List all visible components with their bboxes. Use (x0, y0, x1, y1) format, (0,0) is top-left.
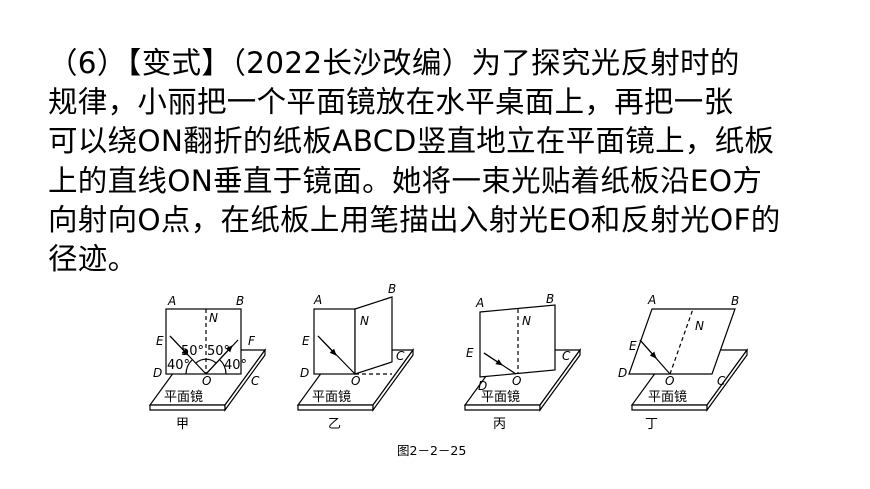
mirror-side-right (539, 348, 581, 412)
angle-label: 40° (224, 358, 247, 373)
angle-arc (185, 359, 193, 375)
paper-board-right-folded (354, 296, 393, 375)
mirror-label: 平面镜 (648, 390, 687, 405)
label-a: A (313, 293, 322, 307)
label-b: B (546, 292, 554, 306)
mirror-side (464, 404, 541, 411)
label-n: N (209, 311, 218, 325)
problem-text: （6）【变式】（2022长沙改编）为了探究光反射时的 规律，小丽把一个平面镜放在… (48, 44, 848, 279)
label-a: A (475, 296, 484, 310)
label-b: B (731, 294, 739, 308)
label-n: N (522, 314, 531, 328)
mirror-label: 平面镜 (481, 390, 520, 405)
angle-arc (219, 359, 227, 375)
label-a: A (647, 293, 656, 307)
angle-arc (195, 358, 217, 364)
subfigure-ding (628, 308, 749, 412)
problem-line-2: 规律，小丽把一个平面镜放在水平桌面上，再把一张 (48, 85, 734, 120)
label-n: N (360, 314, 369, 328)
mirror-side-right (706, 348, 748, 412)
label-e: E (466, 346, 474, 360)
label-e: E (156, 334, 164, 348)
subfigure-name: 丁 (645, 417, 658, 432)
subfigure-jia (148, 308, 267, 412)
label-b: B (388, 282, 396, 296)
subfigure-yi (296, 296, 415, 412)
paper-board-left (313, 308, 356, 375)
label-c: C (251, 374, 260, 388)
problem-line-6: 径迹。 (48, 242, 138, 277)
mirror-side (149, 404, 226, 411)
label-o: O (351, 374, 360, 388)
label-d: D (153, 366, 162, 380)
subfigure-name: 甲 (176, 417, 189, 432)
angle-label: 40° (167, 358, 190, 373)
label-e: E (629, 339, 637, 353)
subfigure-name: 丙 (493, 417, 506, 432)
subfigure-name: 乙 (328, 417, 341, 432)
angle-label: 50° (181, 344, 204, 359)
label-f: F (248, 334, 256, 348)
label-a: A (167, 294, 176, 308)
figure-caption: 图2－2－25 (397, 443, 467, 458)
mirror-side-right (224, 348, 266, 412)
normal-line-on (669, 308, 694, 375)
mirror-side (297, 404, 374, 411)
label-o: O (665, 374, 674, 388)
label-d: D (478, 379, 487, 393)
problem-line-4: 上的直线ON垂直于镜面。她将一束光贴着纸板沿EO方 (48, 163, 763, 198)
mirror-label: 平面镜 (312, 390, 351, 405)
angle-label: 50° (207, 344, 230, 359)
label-o: O (202, 374, 211, 388)
label-e: E (302, 334, 310, 348)
label-c: C (396, 349, 405, 363)
label-b: B (236, 294, 244, 308)
mirror-side-right (372, 348, 414, 412)
subfigure-bing (463, 304, 582, 412)
label-d: D (618, 366, 627, 380)
problem-line-3: 可以绕ON翻折的纸板ABCD竖直地立在平面镜上，纸板 (48, 124, 775, 159)
label-o: O (512, 374, 521, 388)
mirror-label: 平面镜 (164, 390, 203, 405)
paper-board (165, 308, 242, 375)
problem-line-5: 向射向O点，在纸板上用笔描出入射光EO和反射光OF的 (48, 202, 781, 237)
label-n: N (695, 319, 704, 333)
label-c: C (562, 349, 571, 363)
label-c: C (717, 374, 726, 388)
mirror-side (631, 404, 708, 411)
problem-line-1: （6）【变式】（2022长沙改编）为了探究光反射时的 (48, 46, 740, 80)
label-d: D (300, 366, 309, 380)
